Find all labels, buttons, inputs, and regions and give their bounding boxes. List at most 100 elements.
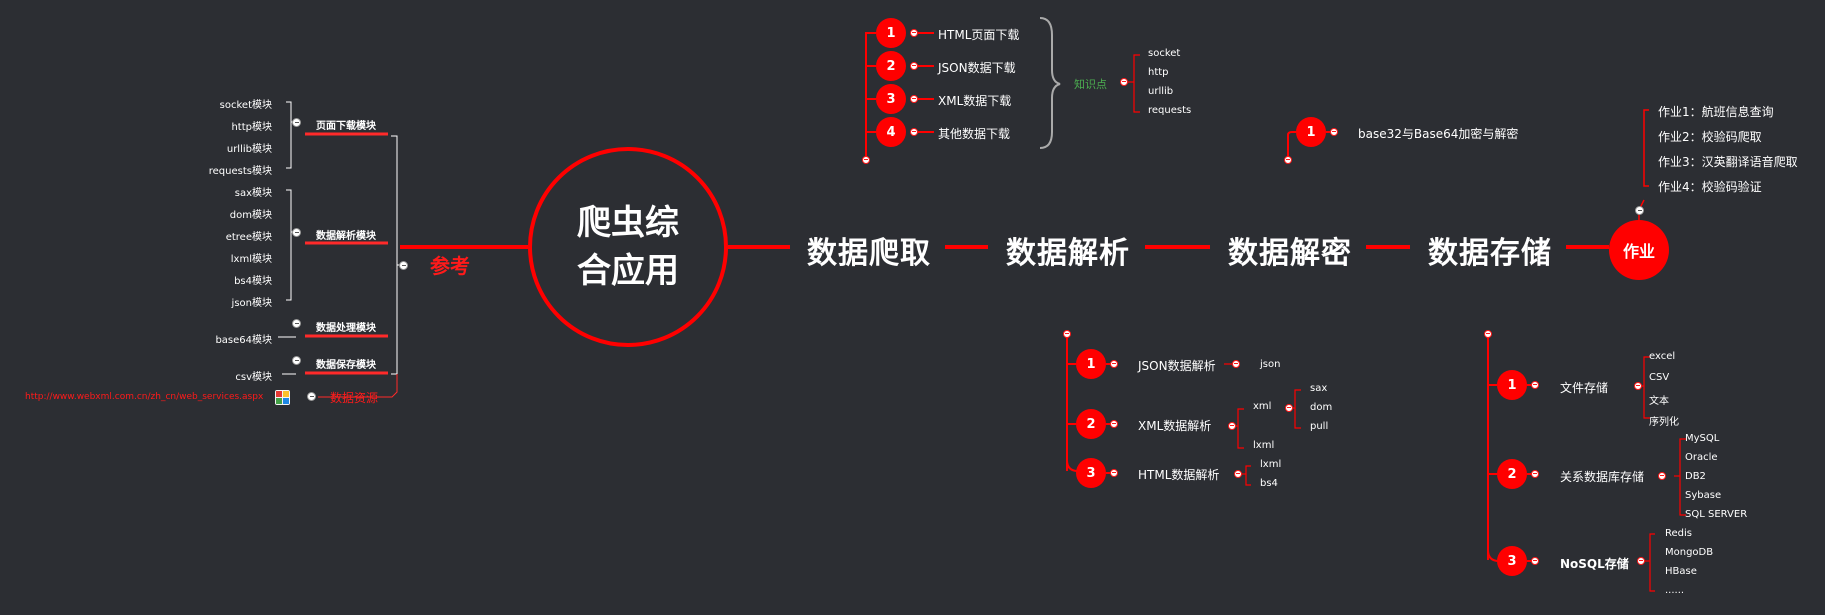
parse-child-lxml-html[interactable]: lxml: [1260, 459, 1282, 470]
main-node-storage[interactable]: 数据存储: [1428, 236, 1552, 271]
storage-child-csv[interactable]: CSV: [1649, 372, 1670, 383]
collapse-toggle-icon[interactable]: [292, 356, 301, 365]
storage-child-sqlserver[interactable]: SQL SERVER: [1685, 509, 1748, 520]
homework-item-2[interactable]: 作业2：校验码爬取: [1658, 130, 1762, 144]
main-node-parse[interactable]: 数据解析: [1006, 236, 1130, 271]
collapse-toggle-icon[interactable]: [1634, 382, 1642, 390]
ref-item-http[interactable]: http模块: [231, 122, 272, 133]
collapse-toggle-icon[interactable]: [1234, 470, 1242, 478]
collapse-toggle-icon[interactable]: [862, 156, 870, 164]
hyperlink-icon[interactable]: [275, 390, 290, 405]
parse-child-json[interactable]: json: [1260, 359, 1281, 370]
storage-item-nosql[interactable]: NoSQL存储: [1560, 557, 1629, 571]
main-node-decrypt[interactable]: 数据解密: [1228, 236, 1352, 271]
storage-child-oracle[interactable]: Oracle: [1685, 452, 1718, 463]
storage-child-hbase[interactable]: HBase: [1665, 566, 1697, 577]
parse-child-dom[interactable]: dom: [1310, 402, 1333, 413]
collapse-toggle-icon[interactable]: [292, 228, 301, 237]
crawl-item-json[interactable]: JSON数据下载: [938, 61, 1016, 75]
collapse-toggle-icon[interactable]: [1637, 557, 1645, 565]
ref-group-parse[interactable]: 数据解析模块: [316, 231, 376, 242]
homework-item-4[interactable]: 作业4：校验码验证: [1658, 180, 1762, 194]
collapse-toggle-icon[interactable]: [307, 392, 316, 401]
resource-url-link[interactable]: http://www.webxml.com.cn/zh_cn/web_servi…: [25, 392, 264, 402]
storage-child-sybase[interactable]: Sybase: [1685, 490, 1722, 501]
ref-group-process[interactable]: 数据处理模块: [316, 323, 376, 334]
collapse-toggle-icon[interactable]: [1228, 422, 1236, 430]
collapse-toggle-icon[interactable]: [910, 128, 918, 136]
storage-child-text[interactable]: 文本: [1649, 396, 1669, 407]
parse-child-bs4[interactable]: bs4: [1260, 478, 1278, 489]
collapse-toggle-icon[interactable]: [1232, 360, 1240, 368]
ref-item-dom[interactable]: dom模块: [229, 210, 272, 221]
collapse-toggle-icon[interactable]: [1120, 78, 1128, 86]
ref-item-json[interactable]: json模块: [231, 298, 272, 309]
collapse-toggle-icon[interactable]: [1110, 469, 1118, 477]
ref-item-etree[interactable]: etree模块: [225, 232, 272, 243]
ref-item-sax[interactable]: sax模块: [234, 188, 272, 199]
collapse-toggle-icon[interactable]: [1531, 381, 1539, 389]
collapse-toggle-icon[interactable]: [1110, 360, 1118, 368]
parse-item-json[interactable]: JSON数据解析: [1138, 359, 1216, 373]
crawl-item-html[interactable]: HTML页面下载: [938, 28, 1020, 42]
ref-item-requests[interactable]: requests模块: [208, 166, 272, 177]
knowledge-socket[interactable]: socket: [1148, 48, 1181, 59]
storage-item-file[interactable]: 文件存储: [1560, 381, 1609, 395]
number-badge-2: 2: [1076, 409, 1106, 439]
parse-child-sax[interactable]: sax: [1310, 383, 1328, 394]
decrypt-item-base64[interactable]: base32与Base64加密与解密: [1358, 127, 1519, 141]
parse-item-html[interactable]: HTML数据解析: [1138, 468, 1220, 482]
collapse-toggle-icon[interactable]: [910, 62, 918, 70]
storage-child-serialize[interactable]: 序列化: [1649, 417, 1679, 428]
collapse-toggle-icon[interactable]: [910, 29, 918, 37]
collapse-toggle-icon[interactable]: [910, 95, 918, 103]
ref-item-base64[interactable]: base64模块: [215, 335, 272, 346]
ref-group-download[interactable]: 页面下载模块: [316, 121, 376, 132]
central-topic[interactable]: 爬虫综 合应用: [528, 147, 728, 347]
crawl-item-other[interactable]: 其他数据下载: [938, 127, 1011, 141]
knowledge-requests[interactable]: requests: [1148, 105, 1192, 116]
main-node-crawl[interactable]: 数据爬取: [807, 236, 931, 271]
ref-item-socket[interactable]: socket模块: [219, 100, 272, 111]
homework-item-3[interactable]: 作业3：汉英翻译语音爬取: [1658, 155, 1798, 169]
parse-item-xml[interactable]: XML数据解析: [1138, 419, 1212, 433]
storage-child-more[interactable]: ......: [1665, 585, 1685, 596]
ref-item-bs4[interactable]: bs4模块: [234, 276, 272, 287]
knowledge-node[interactable]: 知识点: [1074, 78, 1107, 91]
collapse-toggle-icon[interactable]: [1635, 206, 1644, 215]
homework-node[interactable]: 作业: [1609, 220, 1669, 280]
collapse-toggle-icon[interactable]: [1284, 156, 1292, 164]
ref-group-save[interactable]: 数据保存模块: [316, 360, 376, 371]
homework-item-1[interactable]: 作业1：航班信息查询: [1658, 105, 1774, 119]
storage-child-mysql[interactable]: MySQL: [1685, 433, 1720, 444]
collapse-toggle-icon[interactable]: [399, 261, 408, 270]
resource-node[interactable]: 数据资源: [330, 391, 379, 405]
collapse-toggle-icon[interactable]: [1484, 330, 1492, 338]
reference-node[interactable]: 参考: [430, 254, 470, 278]
collapse-toggle-icon[interactable]: [1531, 470, 1539, 478]
collapse-toggle-icon[interactable]: [1330, 128, 1338, 136]
ref-item-lxml[interactable]: lxml模块: [230, 254, 272, 265]
storage-child-db2[interactable]: DB2: [1685, 471, 1706, 482]
knowledge-http[interactable]: http: [1148, 67, 1169, 78]
parse-child-pull[interactable]: pull: [1310, 421, 1329, 432]
collapse-toggle-icon[interactable]: [1110, 420, 1118, 428]
parse-child-lxml[interactable]: lxml: [1253, 440, 1275, 451]
storage-item-rdb[interactable]: 关系数据库存储: [1560, 470, 1645, 484]
knowledge-urllib[interactable]: urllib: [1148, 86, 1174, 97]
number-badge-1: 1: [1497, 370, 1527, 400]
collapse-toggle-icon[interactable]: [292, 118, 301, 127]
parse-child-xml[interactable]: xml: [1253, 401, 1272, 412]
collapse-toggle-icon[interactable]: [1285, 404, 1293, 412]
collapse-toggle-icon[interactable]: [1063, 330, 1071, 338]
ref-item-urllib[interactable]: urllib模块: [226, 144, 272, 155]
ref-item-csv[interactable]: csv模块: [235, 372, 272, 383]
collapse-toggle-icon[interactable]: [1531, 557, 1539, 565]
collapse-toggle-icon[interactable]: [1658, 472, 1666, 480]
storage-child-mongodb[interactable]: MongoDB: [1665, 547, 1714, 558]
crawl-item-xml[interactable]: XML数据下载: [938, 94, 1012, 108]
storage-child-redis[interactable]: Redis: [1665, 528, 1692, 539]
collapse-toggle-icon[interactable]: [292, 319, 301, 328]
storage-child-excel[interactable]: excel: [1649, 351, 1676, 362]
